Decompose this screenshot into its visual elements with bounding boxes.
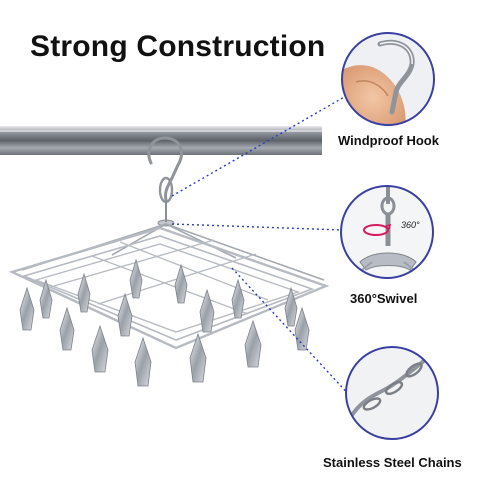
chain-detail-circle <box>345 346 439 440</box>
drying-rack-icon <box>8 226 330 350</box>
hook-detail-circle <box>341 32 435 126</box>
callout-label-swivel: 360°Swivel <box>350 291 418 306</box>
swivel-detail-circle <box>340 185 434 279</box>
rotation-arrow-icon <box>363 223 392 236</box>
clothes-pin-icon <box>19 258 310 387</box>
page-title: Strong Construction <box>30 30 326 63</box>
callout-label-chain: Stainless Steel Chains <box>323 455 462 470</box>
dotted-leader <box>171 95 353 399</box>
hanging-rail <box>0 126 322 155</box>
swivel-icon <box>157 200 175 227</box>
callout-label-hook: Windproof Hook <box>338 133 439 148</box>
rotation-badge: 360° <box>401 220 420 230</box>
